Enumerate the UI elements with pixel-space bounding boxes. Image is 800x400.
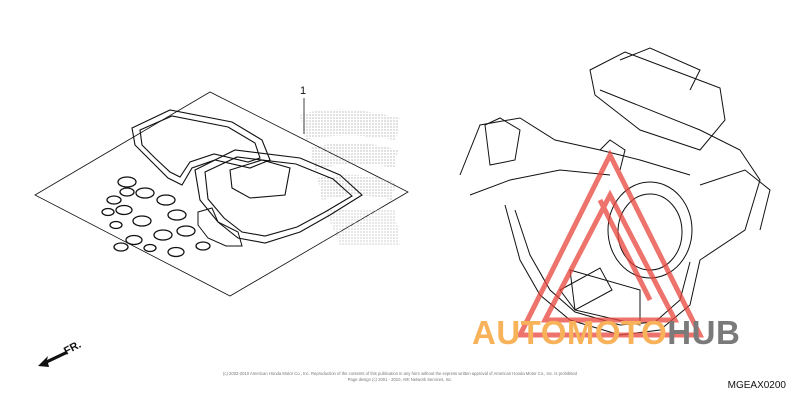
front-arrow-icon <box>38 351 67 367</box>
callout-number: 1 <box>300 85 307 97</box>
diagram-code: MGEAX0200 <box>727 380 786 391</box>
small-gasket <box>197 207 243 247</box>
oil-pan-gasket <box>194 149 363 244</box>
wing-logo-watermark <box>300 109 400 245</box>
copyright-line: (c) 2002-2010 American Honda Motor Co., … <box>222 371 578 376</box>
watermark-text-a: AUTOMOTO <box>472 314 668 351</box>
automotohub-watermark: AUTOMOTOHUB <box>472 316 740 349</box>
engine-assembly <box>459 47 771 336</box>
cover-gasket <box>131 109 271 186</box>
watermark-logo-triangles <box>515 149 705 338</box>
o-ring-set <box>101 176 211 258</box>
watermark-text-b: HUB <box>667 314 741 351</box>
copyright-notice: (c) 2002-2010 American Honda Motor Co., … <box>160 371 640 383</box>
page-design-line: Page design (c) 2001 - 2010, ARI Network… <box>347 377 453 382</box>
gasket-kit-bag <box>34 91 409 297</box>
